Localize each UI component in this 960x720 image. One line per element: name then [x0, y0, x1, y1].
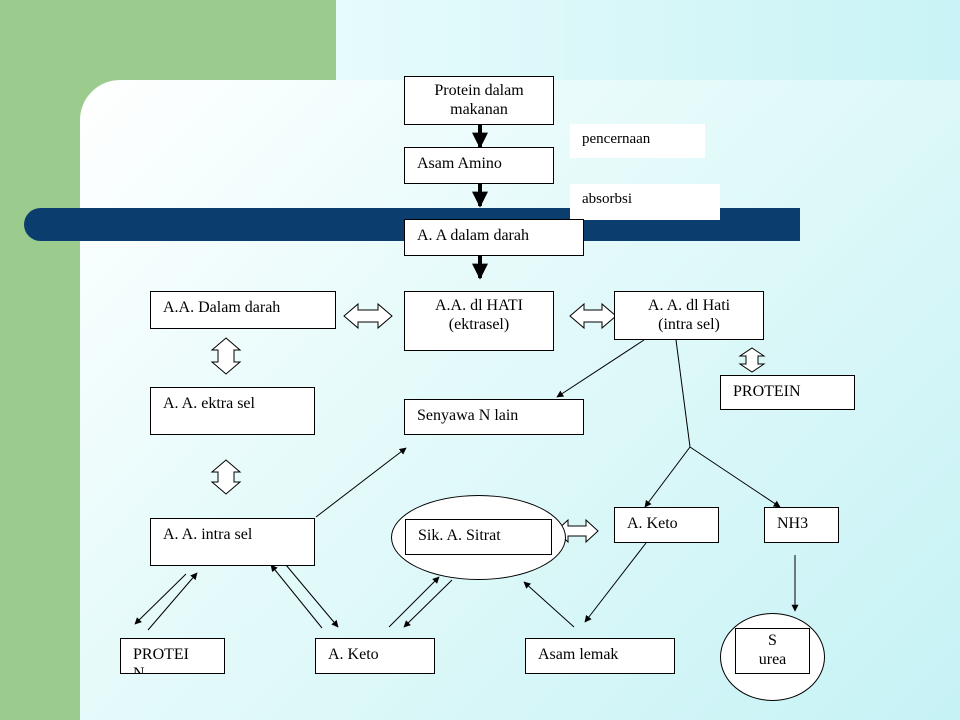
node-s-urea-label: S urea: [758, 632, 787, 668]
node-aa-hati-intrasel-label: A. A. dl Hati (intra sel): [647, 297, 731, 333]
node-sik-a-sitrat-label: Sik. A. Sitrat: [418, 527, 501, 544]
top-right-background: [336, 0, 960, 80]
arrow-keto-to-asam-lemak: [584, 542, 647, 623]
arrow-lemak-to-sitrat: [523, 581, 575, 628]
node-a-keto-bottom-label: A. Keto: [328, 646, 379, 663]
node-aa-hati-intrasel: A. A. dl Hati (intra sel): [614, 291, 764, 340]
arrow-protein-to-intrasel: [147, 572, 198, 631]
double-arrow-hati-protein: [738, 347, 766, 373]
double-arrow-ekstrasel-intrasel: [569, 302, 617, 330]
node-aa-intra-sel: A. A. intra sel: [150, 518, 315, 566]
note-absorbsi: absorbsi: [570, 184, 720, 220]
node-a-keto-right: A. Keto: [614, 507, 719, 543]
note-pencernaan-label: pencernaan: [582, 131, 651, 147]
node-aa-dalam-darah-left: A.A. Dalam darah: [150, 291, 336, 329]
node-a-keto-bottom: A. Keto: [315, 638, 435, 674]
note-pencernaan: pencernaan: [570, 124, 705, 158]
node-protein-right-label: PROTEIN: [733, 383, 801, 400]
arrow-intrasel-to-senyawa: [315, 447, 407, 518]
node-asam-lemak-label: Asam lemak: [538, 646, 619, 663]
node-a-keto-right-label: A. Keto: [627, 515, 678, 532]
arrow-intrasel-to-protein: [134, 573, 187, 625]
node-aa-ektra-sel-label: A. A. ektra sel: [163, 395, 255, 412]
arrow-sitrat-to-keto: [403, 579, 453, 628]
arrow-keto-to-intrasel: [270, 564, 323, 629]
node-aa-intra-sel-label: A. A. intra sel: [163, 526, 253, 543]
arrow-keto-to-sitrat: [388, 576, 440, 628]
node-s-urea: S urea: [735, 628, 810, 674]
arrow-branch-to-keto: [644, 446, 691, 508]
node-aa-dalam-darah-top-label: A. A dalam darah: [417, 227, 529, 244]
node-aa-ektra-sel: A. A. ektra sel: [150, 387, 315, 435]
arrow-branch-to-nh3: [689, 446, 781, 508]
node-nh3-label: NH3: [777, 515, 809, 532]
note-absorbsi-label: absorbsi: [582, 191, 632, 207]
node-protein-bottom-label: PROTEI N: [133, 646, 189, 674]
node-nh3: NH3: [764, 507, 839, 543]
node-protein-bottom: PROTEI N: [120, 638, 225, 674]
node-aa-hati-ekstrasel: A.A. dl HATI (ektrasel): [404, 291, 554, 351]
double-arrow-darah-hati: [343, 302, 393, 330]
line-hati-down: [675, 339, 691, 448]
node-asam-lemak: Asam lemak: [525, 638, 675, 674]
node-protein-makanan: Protein dalam makanan: [404, 76, 554, 125]
double-arrow-darah-ektrasel: [210, 337, 242, 375]
node-asam-amino: Asam Amino: [404, 147, 554, 184]
node-aa-dalam-darah-left-label: A.A. Dalam darah: [163, 299, 281, 316]
node-sik-a-sitrat: Sik. A. Sitrat: [405, 519, 552, 555]
double-arrow-sitrat-keto: [555, 518, 599, 544]
node-senyawa-n-lain: Senyawa N lain: [404, 399, 584, 435]
node-protein-right: PROTEIN: [720, 375, 855, 410]
node-aa-dalam-darah-top: A. A dalam darah: [404, 219, 584, 256]
arrow-intrasel-to-keto: [285, 564, 339, 628]
double-arrow-ektrasel-intrasel: [210, 459, 242, 495]
node-senyawa-n-lain-label: Senyawa N lain: [417, 407, 519, 424]
node-protein-makanan-label: Protein dalam makanan: [434, 82, 524, 118]
node-asam-amino-label: Asam Amino: [417, 155, 502, 172]
arrow-hati-to-senyawa: [556, 339, 645, 398]
node-aa-hati-ekstrasel-label: A.A. dl HATI (ektrasel): [435, 297, 523, 333]
